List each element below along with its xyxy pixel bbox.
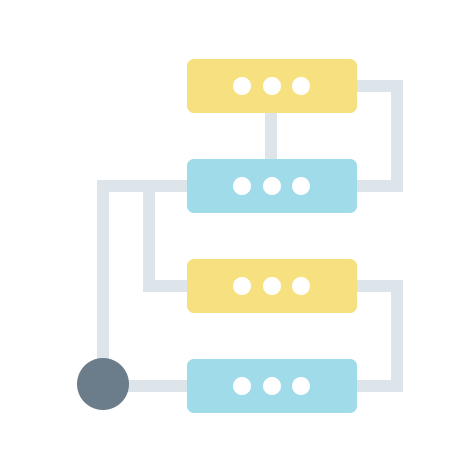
indicator-dot xyxy=(292,377,310,395)
connector-lines xyxy=(97,80,403,392)
indicator-dot xyxy=(292,177,310,195)
indicator-dot xyxy=(292,77,310,95)
indicator-dot xyxy=(233,277,251,295)
indicator-dot xyxy=(233,177,251,195)
indicator-dot xyxy=(263,177,281,195)
server-block-2 xyxy=(187,159,357,213)
server-block-4 xyxy=(187,359,357,413)
indicator-dot xyxy=(263,277,281,295)
indicator-dot xyxy=(233,377,251,395)
server-block-1 xyxy=(187,59,357,113)
server-blocks xyxy=(187,59,357,413)
root-node-icon xyxy=(77,358,129,410)
indicator-dot xyxy=(263,377,281,395)
indicator-dot xyxy=(263,77,281,95)
indicator-dot xyxy=(292,277,310,295)
connector-b2-root xyxy=(97,180,188,370)
connector-b1-b2-right xyxy=(356,80,403,192)
indicator-dot xyxy=(233,77,251,95)
connector-b2-b3-left xyxy=(143,186,188,292)
server-block-3 xyxy=(187,259,357,313)
connector-b3-b4-right xyxy=(356,280,403,392)
